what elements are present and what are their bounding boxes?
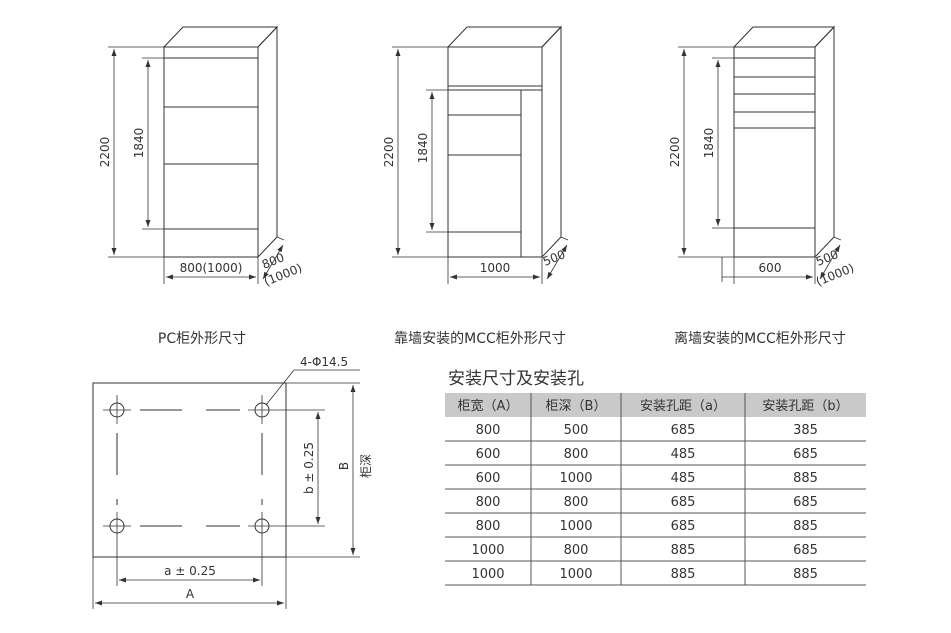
table-cell: 885 — [671, 567, 696, 582]
table-cell: 685 — [793, 543, 818, 558]
depth-B-label: B — [337, 462, 351, 470]
cabinet-mcc-wall-width-label: 1000 — [480, 261, 511, 275]
table-cell: 885 — [793, 471, 818, 486]
table-cell: 685 — [793, 495, 818, 510]
table-cell: 685 — [671, 423, 696, 438]
table-title: 安装尺寸及安装孔 — [448, 369, 584, 389]
a-dimension-label: a ± 0.25 — [164, 564, 216, 578]
cabinet-mcc-wall-height-label: 2200 — [382, 137, 396, 168]
table-cell: 685 — [671, 519, 696, 534]
table-header-cell: 柜宽（A） — [458, 398, 519, 414]
cabinet-mcc-offwall-width-label: 600 — [759, 261, 782, 275]
table-cell: 1000 — [559, 519, 592, 534]
table-header-row — [445, 393, 866, 417]
depth-B-note: 柜深 — [359, 454, 373, 478]
table-cell: 1000 — [471, 567, 504, 582]
mounting-table: 柜宽（A） 柜深（B） 安装孔距（a） 安装孔距（b） 800 500 685 385 600 8… — [445, 393, 866, 586]
table-cell: 385 — [793, 423, 818, 438]
cabinet-pc-inner-height-label: 1840 — [132, 128, 146, 159]
cabinet-mcc-offwall-depth-label: 500 — [814, 247, 840, 269]
cabinet-mcc-wall-inner-height-label: 1840 — [416, 133, 430, 164]
table-cell: 800 — [476, 519, 501, 534]
cabinet-mcc-wall-caption: 靠墙安装的MCC柜外形尺寸 — [394, 331, 566, 347]
table-cell: 800 — [564, 543, 589, 558]
cabinet-pc-width-label: 800(1000) — [180, 261, 243, 275]
table-cell: 800 — [564, 495, 589, 510]
table-header-cell: 安装孔距（b） — [762, 399, 848, 414]
table-header-cell: 柜深（B） — [546, 399, 607, 414]
width-A-label: A — [186, 587, 195, 601]
table-cell: 1000 — [559, 471, 592, 486]
table-cell: 800 — [564, 447, 589, 462]
table-header-cell: 安装孔距（a） — [640, 399, 726, 414]
cabinet-mcc-offwall-caption: 离墙安装的MCC柜外形尺寸 — [674, 330, 846, 347]
table-cell: 800 — [476, 495, 501, 510]
cabinet-mcc-offwall-height-label: 2200 — [668, 137, 682, 168]
hole-spec-label: 4-Φ14.5 — [300, 355, 348, 369]
table-cell: 600 — [476, 471, 501, 486]
table-cell: 485 — [671, 447, 696, 462]
cabinet-mcc-offwall-inner-height-label: 1840 — [702, 128, 716, 159]
cabinet-mcc-offwall-drawing — [678, 25, 842, 284]
cabinet-mcc-wall-drawing — [392, 25, 569, 284]
b-dimension-label: b ± 0.25 — [302, 442, 316, 494]
table-cell: 485 — [671, 471, 696, 486]
table-cell: 500 — [564, 423, 589, 438]
cabinet-pc-height-label: 2200 — [98, 137, 112, 168]
table-cell: 685 — [671, 495, 696, 510]
cabinet-mcc-wall-depth-label: 500 — [541, 247, 567, 269]
cabinet-pc-caption: PC柜外形尺寸 — [158, 331, 246, 347]
table-cell: 600 — [476, 447, 501, 462]
mounting-plan-drawing — [92, 369, 360, 609]
table-cell: 1000 — [471, 543, 504, 558]
table-cell: 885 — [671, 543, 696, 558]
cabinet-pc-drawing — [108, 25, 285, 284]
table-cell: 800 — [476, 423, 501, 438]
table-cell: 1000 — [559, 567, 592, 582]
table-cell: 885 — [793, 519, 818, 534]
table-cell: 685 — [793, 447, 818, 462]
table-cell: 885 — [793, 567, 818, 582]
